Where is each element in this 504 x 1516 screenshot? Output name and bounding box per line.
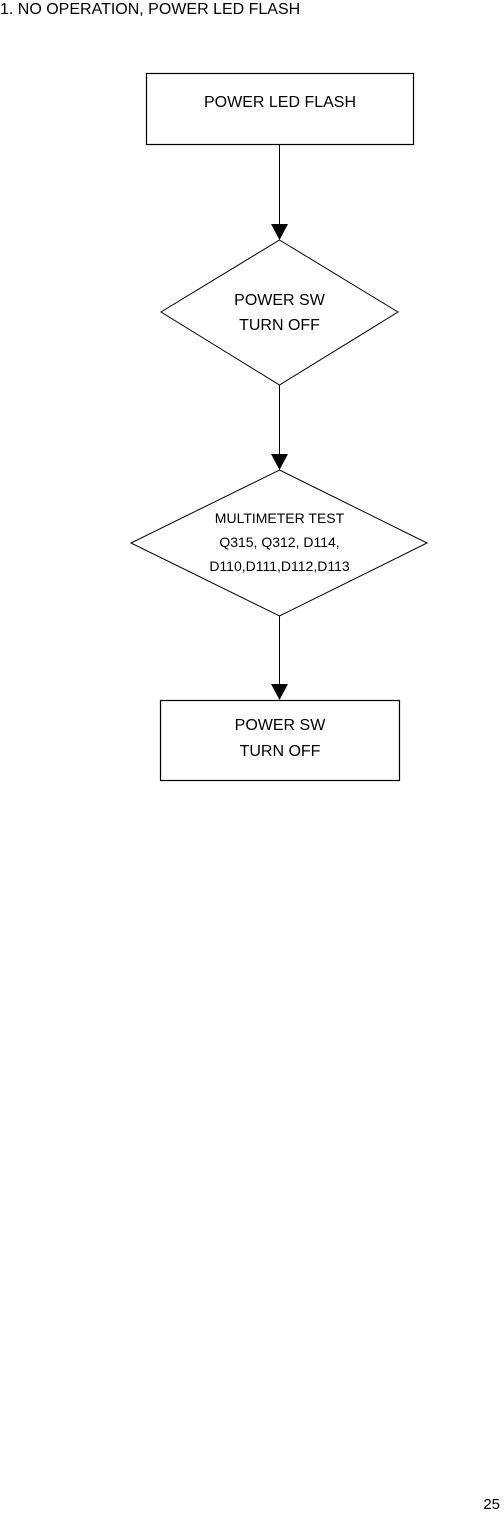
node-box <box>159 699 401 782</box>
arrowhead-icon <box>271 454 288 470</box>
node-label: Q315, Q312, D114, <box>219 534 339 550</box>
node-label: POWER SW <box>235 717 327 734</box>
arrowhead-icon <box>271 224 288 240</box>
node-diamond <box>160 239 399 386</box>
node-label: POWER SW <box>234 292 326 309</box>
node-power-sw-check: POWER SW TURN OFF <box>160 239 399 386</box>
node-label: TURN OFF <box>239 317 320 334</box>
node-label: MULTIMETER TEST <box>215 510 345 526</box>
node-label: D110,D111,D112,D113 <box>209 558 350 574</box>
arrowhead-icon <box>271 684 288 700</box>
connectors <box>271 145 288 700</box>
node-label: POWER LED FLASH <box>204 94 356 111</box>
node-power-led-flash: POWER LED FLASH <box>145 72 415 146</box>
page-number: 25 <box>483 1496 500 1513</box>
node-box <box>145 72 415 146</box>
node-label: TURN OFF <box>240 743 321 760</box>
node-multimeter-test: MULTIMETER TEST Q315, Q312, D114, D110,D… <box>129 469 429 617</box>
node-power-sw-turn-off: POWER SW TURN OFF <box>159 699 401 782</box>
node-diamond <box>129 469 429 617</box>
page-heading: 1. NO OPERATION, POWER LED FLASH <box>0 1 301 18</box>
